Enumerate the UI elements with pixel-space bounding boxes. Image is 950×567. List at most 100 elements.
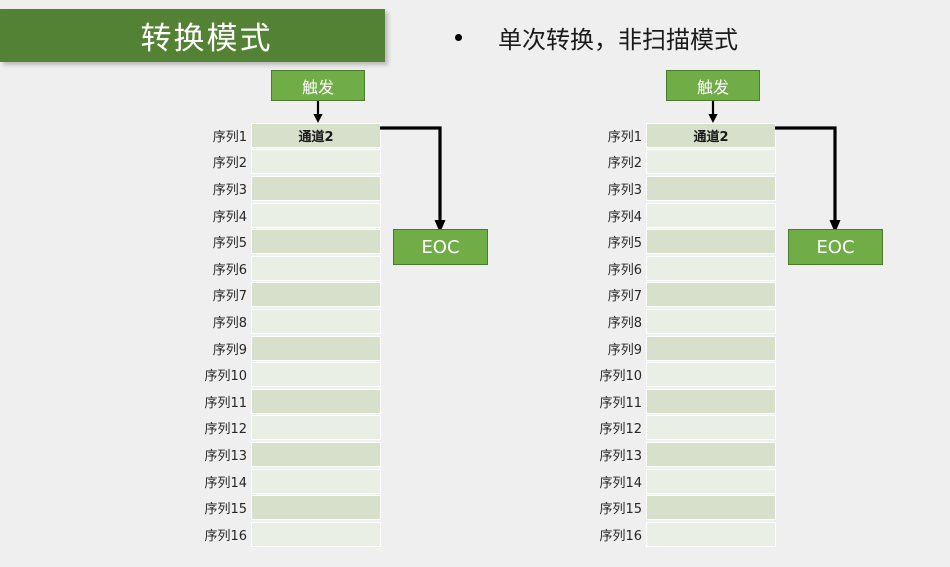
row1-to-eoc-connector-icon bbox=[380, 126, 446, 233]
trigger-box[interactable]: 触发 bbox=[666, 70, 760, 101]
sequence-cell-active[interactable]: 通道2 bbox=[646, 122, 776, 148]
table-row: 序列3 bbox=[580, 175, 776, 202]
table-row: 序列10 bbox=[580, 361, 776, 388]
table-row: 序列6 bbox=[185, 255, 381, 282]
table-row: 序列15 bbox=[185, 494, 381, 521]
sequence-cell[interactable] bbox=[251, 495, 381, 521]
sequence-cell-active[interactable]: 通道2 bbox=[251, 122, 381, 148]
eoc-box[interactable]: EOC bbox=[393, 229, 488, 265]
sequence-label: 序列16 bbox=[204, 528, 247, 544]
eoc-label: EOC bbox=[421, 236, 460, 258]
table-row: 序列6 bbox=[580, 255, 776, 282]
sequence-cell[interactable] bbox=[646, 441, 776, 467]
sequence-label: 序列14 bbox=[599, 475, 642, 491]
sequence-cell[interactable] bbox=[251, 521, 381, 547]
sequence-label: 序列4 bbox=[607, 209, 642, 225]
bullet-dot-icon bbox=[455, 34, 462, 41]
sequence-cell[interactable] bbox=[646, 495, 776, 521]
sequence-label: 序列2 bbox=[607, 156, 642, 172]
sequence-cell[interactable] bbox=[646, 388, 776, 414]
sequence-cell[interactable] bbox=[646, 308, 776, 334]
sequence-cell[interactable] bbox=[251, 149, 381, 175]
sequence-cell[interactable] bbox=[646, 362, 776, 388]
sequence-label: 序列9 bbox=[607, 342, 642, 358]
sequence-cell[interactable] bbox=[646, 229, 776, 255]
sequence-cell[interactable] bbox=[251, 362, 381, 388]
table-row: 序列7 bbox=[580, 282, 776, 309]
sequence-cell[interactable] bbox=[251, 441, 381, 467]
table-row: 序列7 bbox=[185, 282, 381, 309]
sequence-label: 序列7 bbox=[607, 289, 642, 305]
table-row: 序列15 bbox=[580, 494, 776, 521]
table-row: 序列13 bbox=[185, 441, 381, 468]
table-row: 序列16 bbox=[185, 521, 381, 548]
table-row: 序列13 bbox=[580, 441, 776, 468]
sequence-cell[interactable] bbox=[251, 255, 381, 281]
sequence-cell[interactable] bbox=[251, 308, 381, 334]
trigger-label: 触发 bbox=[301, 77, 334, 97]
sequence-cell[interactable] bbox=[646, 149, 776, 175]
table-row: 序列2 bbox=[580, 149, 776, 176]
sequence-label: 序列8 bbox=[607, 315, 642, 331]
sequence-label: 序列12 bbox=[599, 422, 642, 438]
sequence-cell[interactable] bbox=[251, 335, 381, 361]
sequence-cell[interactable] bbox=[646, 255, 776, 281]
sequence-cell[interactable] bbox=[251, 229, 381, 255]
sequence-label: 序列9 bbox=[212, 342, 247, 358]
eoc-label: EOC bbox=[816, 236, 855, 258]
table-row: 序列3 bbox=[185, 175, 381, 202]
table-row: 序列14 bbox=[580, 468, 776, 495]
sequence-cell[interactable] bbox=[251, 202, 381, 228]
table-row: 序列10 bbox=[185, 361, 381, 388]
table-row: 序列9 bbox=[580, 335, 776, 362]
sequence-label: 序列6 bbox=[212, 262, 247, 278]
table-row: 序列4 bbox=[580, 202, 776, 229]
sequence-cell[interactable] bbox=[251, 468, 381, 494]
sequence-cell[interactable] bbox=[646, 282, 776, 308]
eoc-box[interactable]: EOC bbox=[788, 229, 883, 265]
sequence-label: 序列7 bbox=[212, 289, 247, 305]
sequence-label: 序列15 bbox=[204, 502, 247, 518]
sequence-label: 序列13 bbox=[204, 448, 247, 464]
sequence-cell[interactable] bbox=[646, 468, 776, 494]
sequence-cell[interactable] bbox=[251, 388, 381, 414]
sequence-label: 序列11 bbox=[204, 395, 247, 411]
table-row: 序列9 bbox=[185, 335, 381, 362]
sequence-label: 序列3 bbox=[607, 182, 642, 198]
sequence-cell[interactable] bbox=[251, 175, 381, 201]
sequence-label: 序列5 bbox=[212, 236, 247, 252]
table-row: 序列8 bbox=[185, 308, 381, 335]
sequence-label: 序列10 bbox=[204, 369, 247, 385]
sequence-label: 序列1 bbox=[212, 129, 247, 145]
bullet-line: 单次转换，非扫描模式 bbox=[455, 20, 738, 55]
sequence-label: 序列16 bbox=[599, 528, 642, 544]
table-row: 序列12 bbox=[185, 415, 381, 442]
table-row: 序列14 bbox=[185, 468, 381, 495]
sequence-cell[interactable] bbox=[646, 335, 776, 361]
table-row: 序列5 bbox=[185, 228, 381, 255]
table-row: 序列16 bbox=[580, 521, 776, 548]
sequence-cell[interactable] bbox=[646, 202, 776, 228]
row1-to-eoc-connector-icon bbox=[775, 126, 841, 233]
sequence-cell[interactable] bbox=[251, 415, 381, 441]
sequence-cell[interactable] bbox=[646, 415, 776, 441]
sequence-cell[interactable] bbox=[646, 175, 776, 201]
sequence-cell[interactable] bbox=[646, 521, 776, 547]
sequence-label: 序列10 bbox=[599, 369, 642, 385]
table-row: 序列2 bbox=[185, 149, 381, 176]
trigger-to-table-arrow-icon bbox=[313, 101, 323, 123]
sequence-label: 序列2 bbox=[212, 156, 247, 172]
table-row: 序列11 bbox=[580, 388, 776, 415]
trigger-box[interactable]: 触发 bbox=[271, 70, 365, 101]
sequence-cell[interactable] bbox=[251, 282, 381, 308]
table-row: 序列5 bbox=[580, 228, 776, 255]
trigger-label: 触发 bbox=[696, 77, 729, 97]
table-row: 序列12 bbox=[580, 415, 776, 442]
sequence-label: 序列1 bbox=[607, 129, 642, 145]
slide-title-banner: 转换模式 bbox=[0, 9, 385, 62]
